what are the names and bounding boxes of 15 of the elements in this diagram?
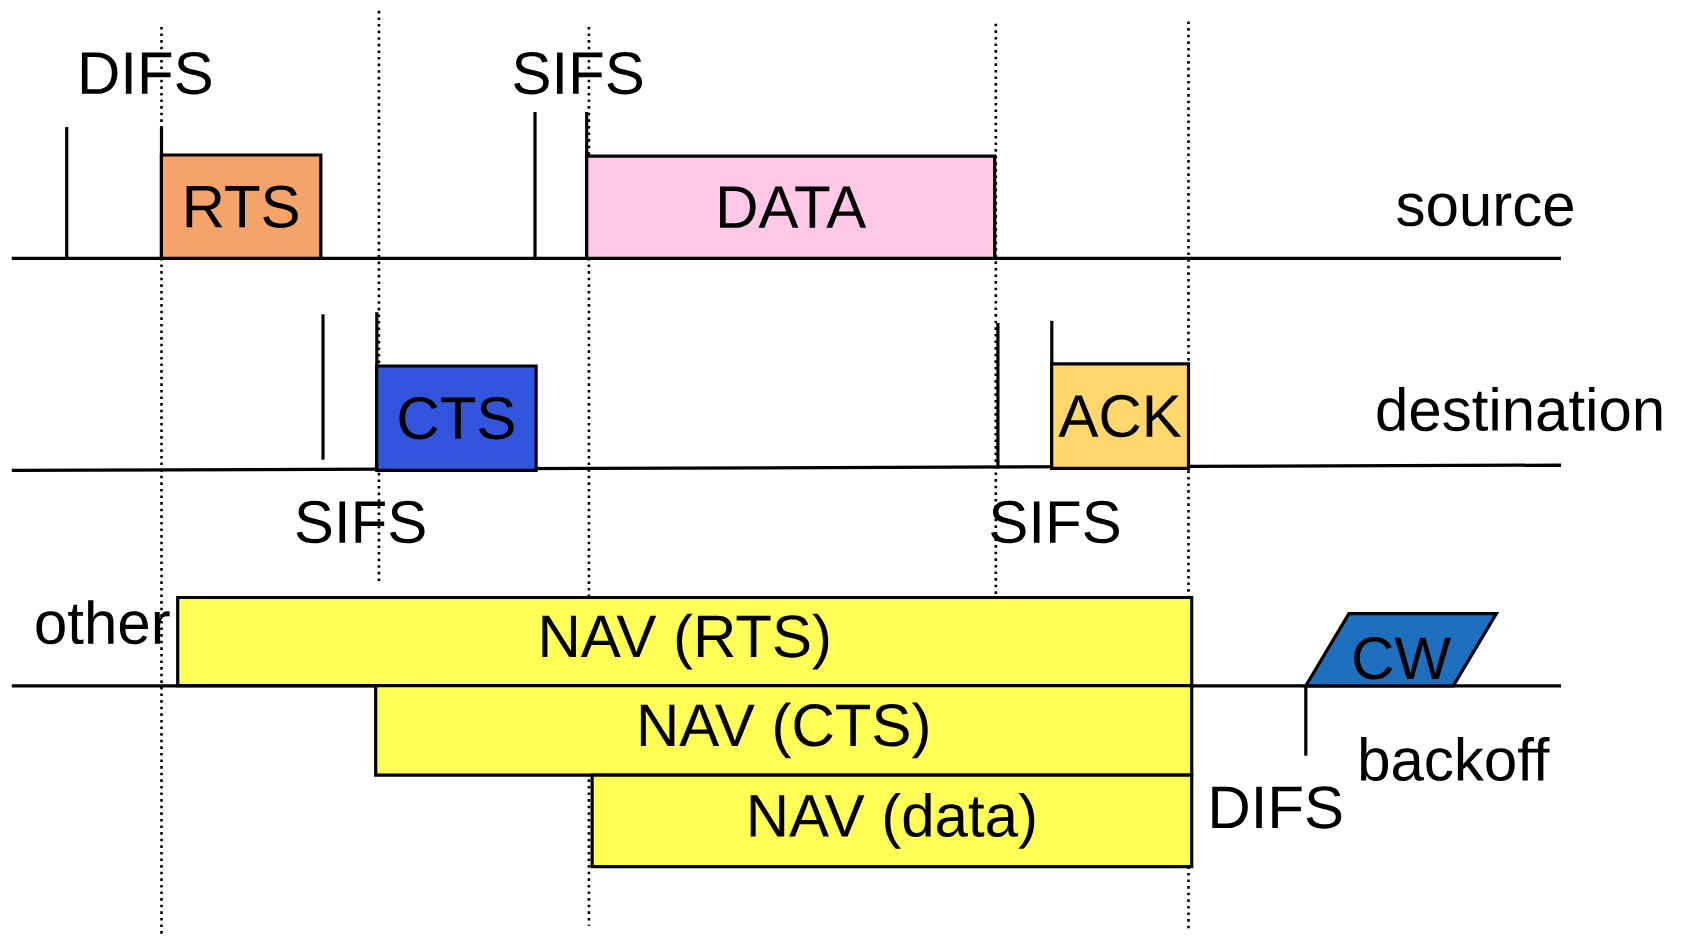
timing-label: backoff: [1361, 736, 1550, 782]
timing-label: source: [1397, 193, 1573, 227]
frame-box: CTS: [375, 364, 538, 472]
frame-box: ACK: [1050, 362, 1191, 470]
frame-box: DATA: [585, 154, 997, 260]
timing-label: SIFS: [514, 51, 643, 95]
timing-label: DIFS: [1212, 786, 1342, 829]
timing-label: destination: [1377, 387, 1662, 432]
frame-box: NAV (RTS): [176, 595, 1194, 688]
timing-label: SIFS: [991, 500, 1119, 544]
timing-label: SIFS: [296, 500, 425, 544]
timing-label: DIFS: [81, 51, 211, 95]
frame-box: NAV (CTS): [374, 684, 1194, 777]
frame-box: NAV (data): [590, 773, 1194, 869]
frame-box: RTS: [159, 153, 323, 260]
